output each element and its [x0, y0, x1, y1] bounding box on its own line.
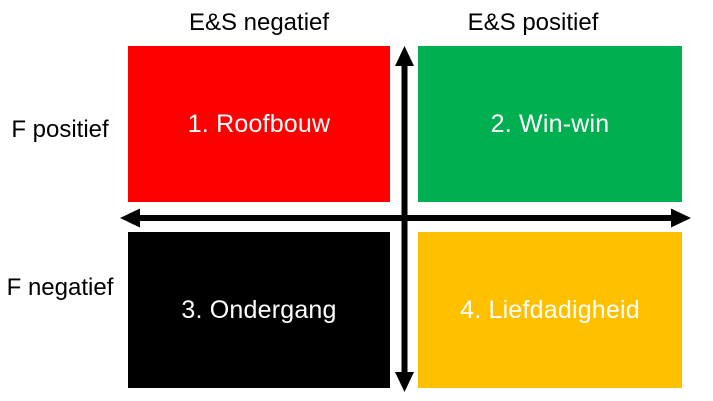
axis-label-es-negatief: E&S negatief: [188, 9, 330, 36]
quadrant-liefdadigheid: 4. Liefdadigheid: [418, 232, 682, 388]
quadrant-roofbouw-label: 1. Roofbouw: [187, 109, 331, 138]
horizontal-axis-arrow: [120, 208, 691, 228]
vertical-axis-arrow: [395, 46, 414, 392]
quadrant-win-win: 2. Win-win: [418, 46, 682, 202]
quadrant-ondergang-label: 3. Ondergang: [181, 295, 337, 324]
quadrant-win-win-label: 2. Win-win: [490, 109, 610, 138]
quadrant-ondergang: 3. Ondergang: [128, 232, 390, 388]
axis-label-es-positief: E&S positief: [467, 9, 599, 36]
axis-label-f-negatief: F negatief: [6, 274, 114, 301]
axis-label-f-positief: F positief: [11, 116, 109, 143]
quadrant-roofbouw: 1. Roofbouw: [128, 46, 390, 202]
quadrant-liefdadigheid-label: 4. Liefdadigheid: [460, 295, 640, 324]
